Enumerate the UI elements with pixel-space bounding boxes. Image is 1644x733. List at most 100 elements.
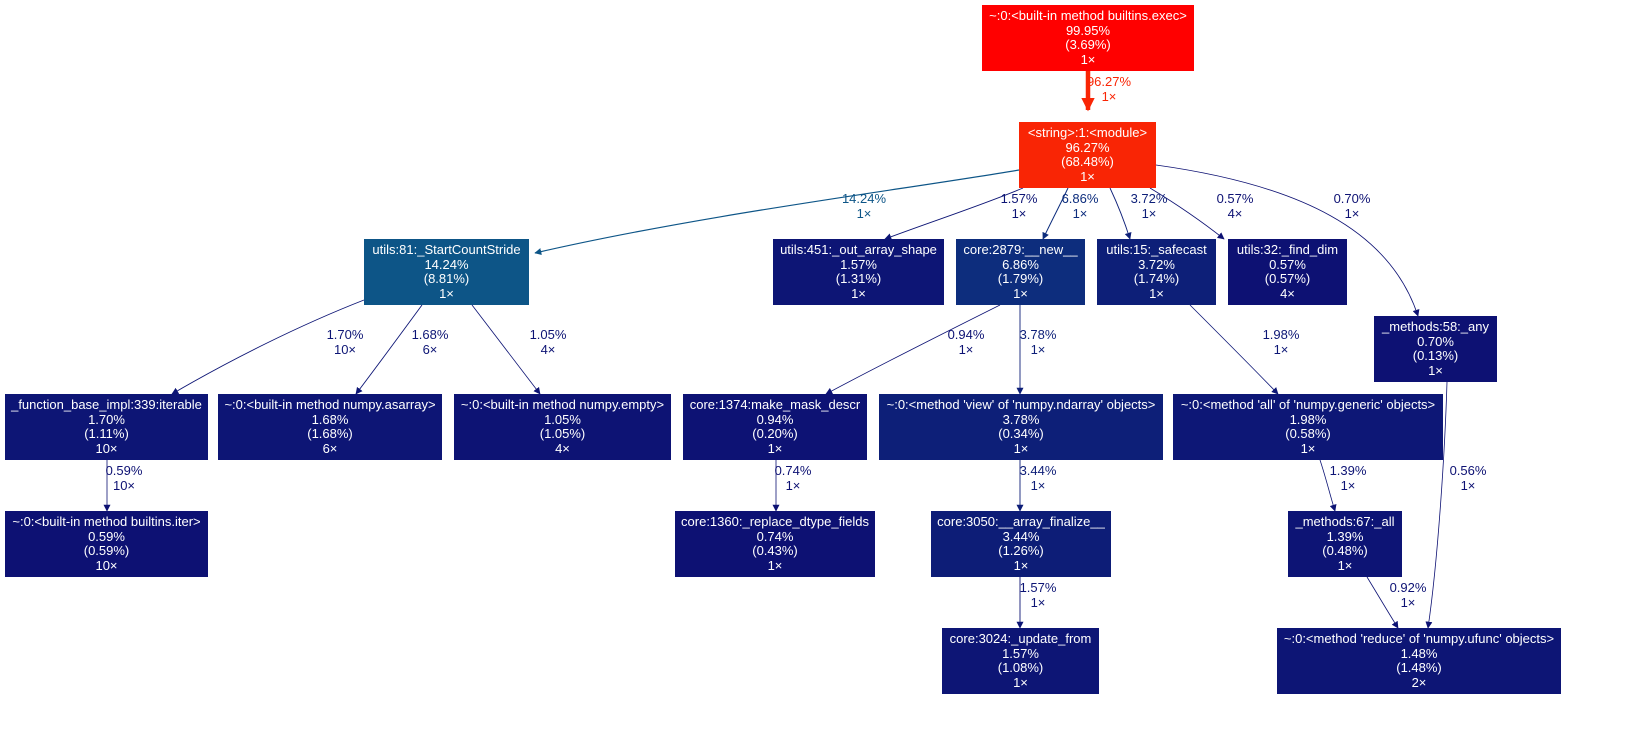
edge-module-new <box>1042 187 1069 240</box>
edge-label-iterable-iter: 0.59%10× <box>105 463 143 493</box>
edge-percent: 96.27% <box>1086 74 1132 89</box>
edge-calls: 1× <box>856 205 872 221</box>
node-name: core:1360:_replace_dtype_fields <box>681 514 869 529</box>
node-calls: 10× <box>95 557 118 573</box>
edge-label-finalize-update: 1.57%1× <box>1019 580 1057 610</box>
node-calls: 1× <box>1013 557 1029 573</box>
node-self: (1.08%) <box>997 660 1044 675</box>
edge-percent: 1.05% <box>529 327 567 342</box>
edge-new-makemask <box>825 304 1001 395</box>
node-name: ~:0:<method 'reduce' of 'numpy.ufunc' ob… <box>1283 631 1555 646</box>
node-name: <string>:1:<module> <box>1027 125 1148 140</box>
node-all[interactable]: ~:0:<method 'all' of 'numpy.generic' obj… <box>1173 394 1443 460</box>
edge-calls: 1× <box>785 477 801 493</box>
edge-calls: 1× <box>1273 341 1289 357</box>
node-name: utils:451:_out_array_shape <box>780 242 937 257</box>
node-self: (1.31%) <box>835 271 882 286</box>
node-name: ~:0:<method 'view' of 'numpy.ndarray' ob… <box>886 397 1156 412</box>
node-total: 1.98% <box>1289 411 1327 427</box>
node-name: _function_base_impl:339:iterable <box>11 397 202 412</box>
edge-label-new-makemask: 0.94%1× <box>947 327 985 357</box>
edge-percent: 0.94% <box>947 327 985 342</box>
node-empty[interactable]: ~:0:<built-in method numpy.empty>1.05%(1… <box>454 394 671 460</box>
node-new[interactable]: core:2879:__new__6.86%(1.79%)1× <box>956 239 1085 305</box>
node-name: utils:81:_StartCountStride <box>372 242 521 257</box>
node-name: ~:0:<built-in method builtins.iter> <box>12 514 201 529</box>
edge-label-all-mall: 1.39%1× <box>1330 463 1367 493</box>
node-module[interactable]: <string>:1:<module>96.27%(68.48%)1× <box>1019 122 1156 188</box>
edge-calls: 4× <box>540 341 556 357</box>
edge-label-module-safecast: 3.72%1× <box>1131 191 1168 221</box>
node-total: 0.74% <box>756 528 794 544</box>
edge-mall-reduce <box>1366 576 1399 629</box>
node-self: (0.13%) <box>1412 348 1459 363</box>
edge-calls: 1× <box>1460 477 1476 493</box>
edge-startcount-asarray <box>355 304 423 395</box>
edge-calls: 1× <box>1344 205 1360 221</box>
node-asarray[interactable]: ~:0:<built-in method numpy.asarray>1.68%… <box>218 394 442 460</box>
edge-calls: 1× <box>1011 205 1027 221</box>
node-finalize[interactable]: core:3050:__array_finalize__3.44%(1.26%)… <box>931 511 1111 577</box>
node-name: ~:0:<built-in method numpy.asarray> <box>224 397 436 412</box>
node-calls: 1× <box>1080 51 1096 67</box>
edge-label-exec-module: 96.27%1× <box>1086 74 1132 104</box>
node-self: (1.26%) <box>998 543 1044 558</box>
node-self: (0.48%) <box>1322 543 1368 558</box>
node-calls: 1× <box>1337 557 1353 573</box>
node-name: ~:0:<built-in method builtins.exec> <box>989 8 1187 23</box>
node-iter[interactable]: ~:0:<built-in method builtins.iter>0.59%… <box>5 511 208 577</box>
edge-calls: 10× <box>112 477 136 493</box>
node-total: 96.27% <box>1065 139 1110 155</box>
edge-percent: 0.74% <box>774 463 812 478</box>
node-self: (0.58%) <box>1285 426 1331 441</box>
edge-percent: 0.59% <box>105 463 143 478</box>
node-calls: 1× <box>1013 674 1028 690</box>
node-calls: 1× <box>1428 362 1443 378</box>
node-total: 1.39% <box>1326 528 1364 544</box>
edge-percent: 1.57% <box>1019 580 1057 595</box>
edge-calls: 1× <box>1030 341 1046 357</box>
node-name: utils:15:_safecast <box>1106 242 1207 257</box>
node-total: 0.59% <box>88 528 125 544</box>
edge-percent: 1.70% <box>326 327 364 342</box>
edge-module-startcount <box>534 169 1020 255</box>
edge-label-startcount-empty: 1.05%4× <box>529 327 567 357</box>
node-total: 1.05% <box>544 411 581 427</box>
edge-calls: 4× <box>1227 205 1243 221</box>
node-self: (3.69%) <box>1065 37 1111 52</box>
node-calls: 1× <box>439 285 454 301</box>
edge-any-reduce <box>1425 381 1448 629</box>
edge-label-view-finalize: 3.44%1× <box>1019 463 1057 493</box>
node-self: (8.81%) <box>423 271 470 286</box>
edge-label-mall-reduce: 0.92%1× <box>1390 580 1427 610</box>
node-calls: 1× <box>1080 168 1095 184</box>
node-total: 1.70% <box>88 411 125 427</box>
edge-label-module-startcount: 14.24%1× <box>842 191 886 221</box>
edge-percent: 3.78% <box>1019 327 1057 342</box>
node-total: 3.78% <box>1002 411 1040 427</box>
node-calls: 1× <box>1013 285 1028 301</box>
edge-percent: 3.44% <box>1019 463 1057 478</box>
node-calls: 6× <box>322 440 338 456</box>
edge-label-startcount-asarray: 1.68%6× <box>412 327 449 357</box>
node-total: 1.48% <box>1400 645 1438 661</box>
node-exec[interactable]: ~:0:<built-in method builtins.exec>99.95… <box>982 5 1194 71</box>
node-view[interactable]: ~:0:<method 'view' of 'numpy.ndarray' ob… <box>879 394 1163 460</box>
edge-calls: 1× <box>1400 594 1416 610</box>
edge-percent: 1.57% <box>1000 191 1038 206</box>
edge-module-safecast <box>1109 187 1132 240</box>
node-total: 3.72% <box>1138 256 1175 272</box>
node-reduce[interactable]: ~:0:<method 'reduce' of 'numpy.ufunc' ob… <box>1277 628 1561 694</box>
edge-calls: 1× <box>1030 477 1046 493</box>
